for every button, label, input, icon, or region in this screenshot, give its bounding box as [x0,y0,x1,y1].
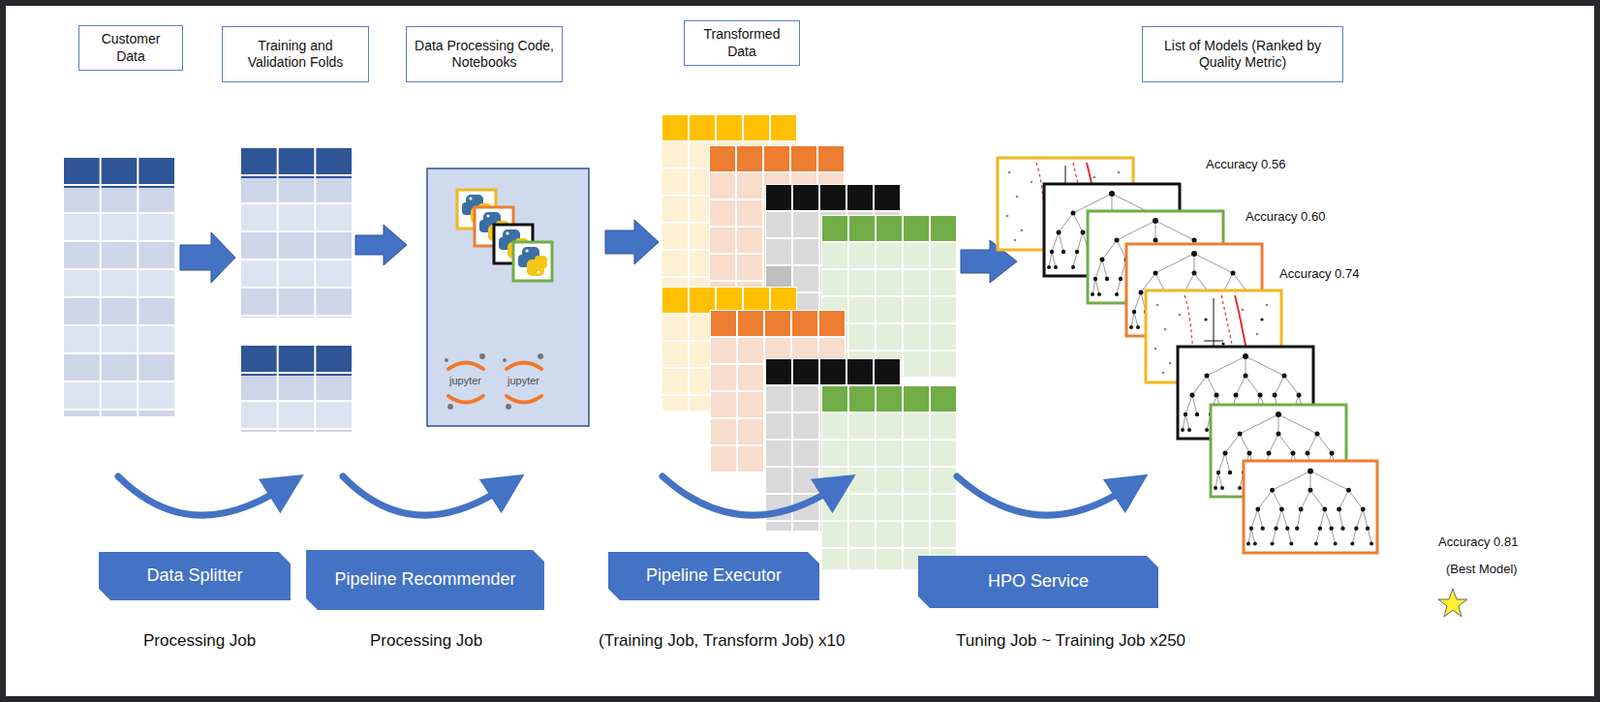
process-curves [118,476,1126,516]
job-label: Processing Job [143,631,256,651]
illustration-part [821,385,957,570]
validation-fold-table [240,344,353,432]
illustration-part [956,476,1126,516]
job-label: Tuning Job ~ Training Job x250 [955,631,1186,651]
node-text: List of Models (Ranked by Quality Metric… [1148,37,1337,72]
illustration-part [180,232,236,283]
illustration-part [427,168,589,427]
logo-text: jupyter [449,374,482,387]
label-box: List of Models (Ranked by Quality Metric… [1141,26,1344,83]
label-box: Transformed Data [683,20,800,66]
training-fold-table [240,147,353,318]
illustration-part [118,476,281,516]
illustration-part [355,224,407,266]
model-cards [997,157,1378,554]
accuracy-label: (Best Model) [1446,561,1518,577]
service-badge: HPO Service [918,555,1159,609]
node-text: HPO Service [987,571,1089,593]
accuracy-label: Accuracy 0.74 [1279,266,1359,281]
node-text: Data Processing Code, Notebooks [412,37,556,72]
illustration-part [518,246,548,277]
label-box: Data Processing Code, Notebooks [405,26,563,83]
node-text: Pipeline Executor [646,565,782,587]
job-label: (Training Job, Transform Job) x10 [598,631,845,651]
illustration-part [506,363,542,370]
illustration-part [444,358,449,363]
best-star [1438,588,1468,617]
illustration-part [502,358,507,363]
illustration-part [444,353,544,410]
service-badge: Pipeline Recommender [306,550,545,611]
accuracy-label: Accuracy 0.56 [1205,156,1286,172]
transformed-tables [661,114,957,570]
illustration-part [605,219,659,265]
job-label: Processing Job [369,631,483,651]
illustration-part [537,353,544,360]
illustration-part [513,242,553,281]
label-box: Training and Validation Folds [221,26,370,83]
illustration-part [342,476,502,516]
label-box: Customer Data [78,25,184,71]
logo-text: jupyter [507,374,540,387]
service-badge: Pipeline Executor [608,552,820,601]
service-badge: Data Splitter [98,552,291,601]
node-text: Data Splitter [146,565,243,587]
illustration-part [240,344,353,432]
illustration-part [506,396,542,403]
node-text: Training and Validation Folds [228,37,363,72]
illustration-part [448,363,542,403]
customer-table [62,156,176,417]
illustration-part [821,385,957,570]
accuracy-label: Accuracy 0.60 [1245,209,1325,224]
illustration-part [513,242,553,281]
illustration-part [62,156,176,417]
illustration-part [479,353,486,360]
accuracy-label: Accuracy 0.81 [1438,534,1518,550]
illustration-part [448,396,484,403]
illustration-part [662,476,833,516]
illustration-part [505,403,512,410]
node-text: Pipeline Recommender [334,569,516,591]
illustration-part [447,403,454,410]
illustration-part [448,363,484,370]
illustration-part [1243,461,1378,554]
node-text: Transformed Data [690,26,794,61]
illustration-part [1243,461,1378,554]
illustration-part [240,147,353,318]
code-panel [427,168,589,427]
illustration-part [1246,468,1374,547]
node-text: Customer Data [85,30,177,65]
